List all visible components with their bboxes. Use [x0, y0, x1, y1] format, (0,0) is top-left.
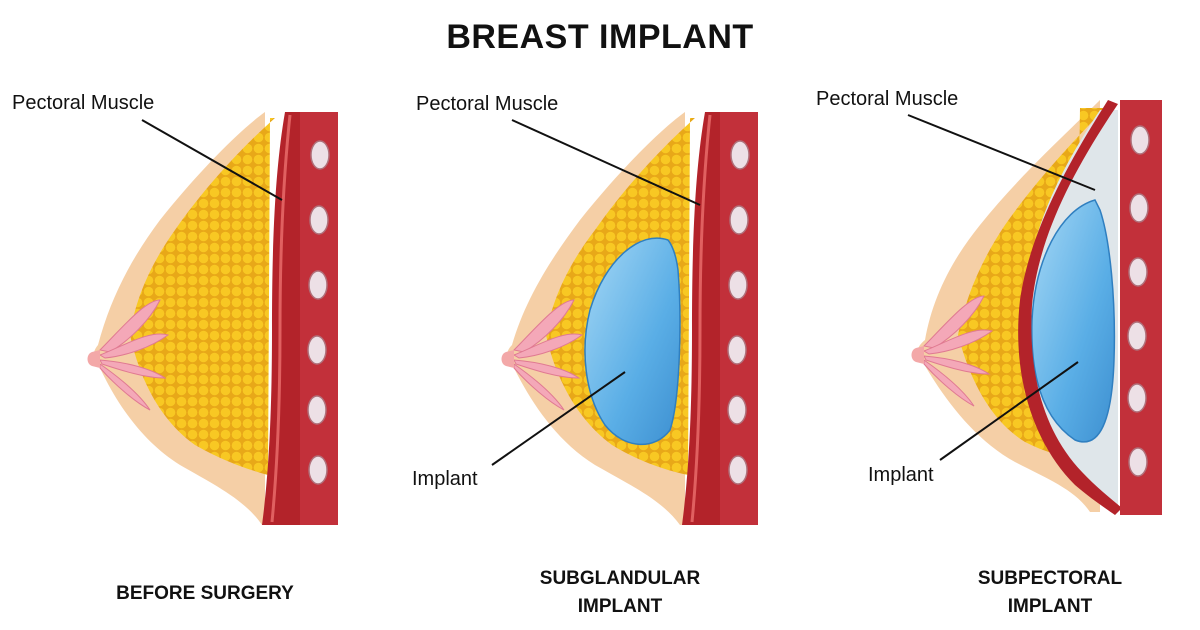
muscle-highlight [270, 114, 292, 523]
panel-before-surgery [87, 112, 338, 525]
label-implant-subglandular: Implant [412, 468, 478, 490]
nipple [911, 346, 924, 364]
chest-wall [1120, 100, 1162, 515]
page-title: BREAST IMPLANT [446, 18, 754, 56]
label-pectoral-muscle-subpectoral: Pectoral Muscle [816, 88, 959, 110]
caption-subglandular-line2: IMPLANT [577, 596, 663, 617]
caption-subpectoral-line2: IMPLANT [1007, 596, 1093, 617]
pectoral-muscle [1018, 100, 1122, 515]
caption-subglandular: SUBGLANDULAR IMPLANT [510, 565, 730, 621]
fatty-tissue [130, 118, 275, 475]
caption-subpectoral: SUBPECTORAL IMPLANT [945, 565, 1155, 621]
leader-line-muscle [511, 119, 701, 206]
label-implant-subpectoral: Implant [868, 464, 934, 486]
nipple [87, 350, 100, 368]
nipple [501, 350, 514, 368]
caption-subglandular-line1: SUBGLANDULAR [539, 568, 701, 589]
ribs [1127, 125, 1150, 477]
caption-subpectoral-line1: SUBPECTORAL [977, 568, 1123, 589]
ribs [727, 140, 750, 485]
leader-line-implant [491, 371, 626, 466]
panel-subpectoral [907, 100, 1162, 515]
leader-line-muscle [907, 114, 1096, 191]
panel-subglandular [491, 112, 758, 525]
implant [584, 237, 681, 446]
ribs [307, 140, 330, 485]
leader-line-muscle [141, 119, 283, 201]
mammary-glands [922, 295, 994, 407]
muscle-highlight [690, 114, 712, 523]
label-pectoral-muscle-subglandular: Pectoral Muscle [416, 93, 559, 115]
label-pectoral-muscle-before: Pectoral Muscle [12, 92, 155, 114]
leader-line-implant [939, 361, 1079, 461]
caption-before-surgery: BEFORE SURGERY [116, 583, 294, 604]
mammary-glands [512, 299, 584, 411]
mammary-glands [98, 299, 170, 411]
